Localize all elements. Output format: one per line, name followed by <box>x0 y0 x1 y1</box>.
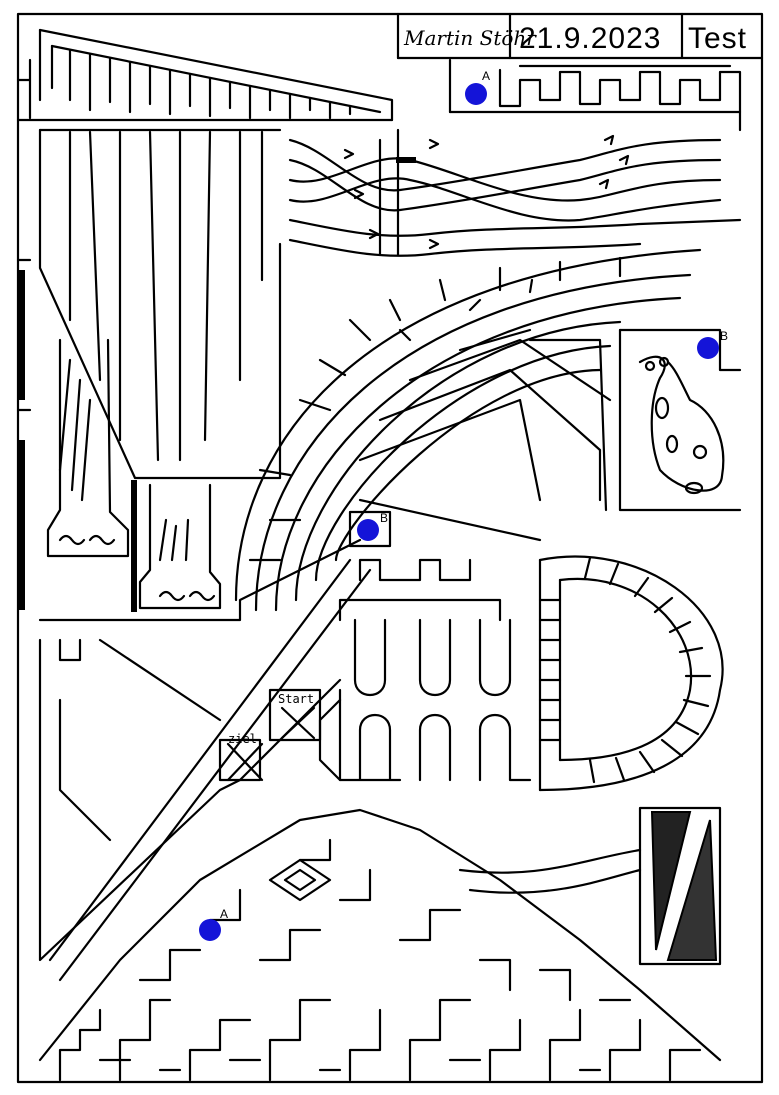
marker-dot <box>357 519 379 541</box>
diagonal-corridors <box>16 28 394 122</box>
greek-key-band <box>448 58 742 132</box>
marker-A-top: A <box>465 69 490 105</box>
goal-label: ziel <box>228 732 257 746</box>
marker-dot <box>199 919 221 941</box>
title: Test <box>688 22 747 55</box>
fan-wedges <box>358 328 742 542</box>
pyramid-maze <box>38 808 722 1082</box>
header: Martin Stöhr 21.9.2023 Test <box>396 12 764 60</box>
marker-B-center: B <box>348 510 392 548</box>
marker-B-right: B <box>697 329 728 359</box>
signature: Martin Stöhr <box>403 26 537 50</box>
crossing-lanes <box>288 128 742 257</box>
marker-dot <box>697 337 719 359</box>
marker-dot <box>465 83 487 105</box>
shaded-panel <box>638 806 722 966</box>
marker-label: B <box>380 511 388 525</box>
arc-lanes <box>234 248 702 612</box>
marker-label: A <box>482 69 490 83</box>
marker-label: A <box>220 907 228 921</box>
horseshoe-track <box>538 555 724 792</box>
road-diagonals: Start ziel <box>38 538 372 982</box>
frog-drawing <box>638 355 725 495</box>
marker-A-bottom: A <box>199 907 228 941</box>
date: 21.9.2023 <box>519 22 661 55</box>
marker-label: B <box>720 329 728 343</box>
curtain-pillars <box>16 128 282 612</box>
start-label: Start <box>278 692 314 706</box>
boot-drawings <box>46 338 222 610</box>
maze-outer-border <box>16 12 764 1084</box>
